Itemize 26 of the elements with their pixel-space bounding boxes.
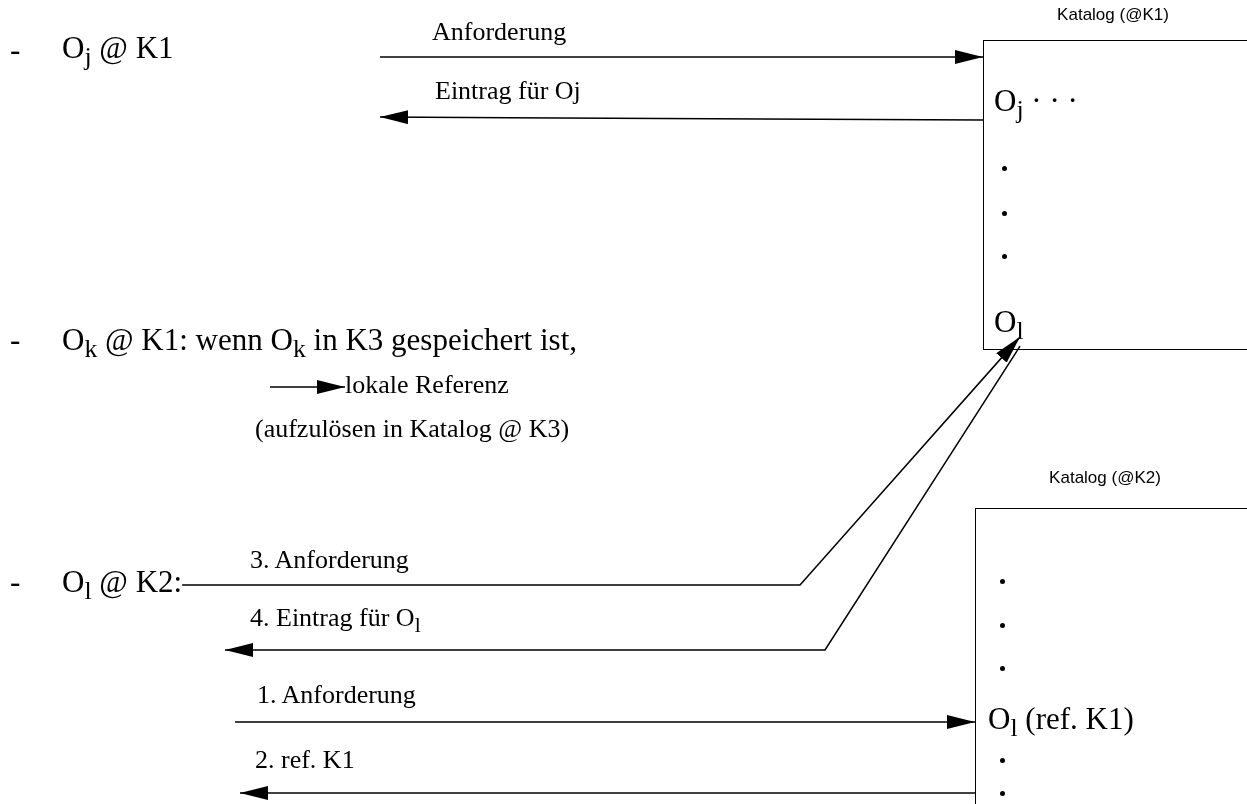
edge-label: 3. Anforderung: [250, 545, 409, 575]
bullet-text: O$_{j}$ @ K1: [62, 30, 174, 73]
edge-label: Anforderung: [432, 17, 567, 47]
arrow: [239, 786, 976, 800]
arrow: [269, 380, 346, 394]
bullet-dash: -: [10, 322, 21, 358]
bullet-text: O$_{k}$ @ K1: wenn O$_{k}$ in K3 gespeichert ist,: [62, 322, 578, 365]
entry-text: O$_{l}$: [994, 304, 1024, 347]
arrow: [181, 336, 1021, 586]
arrow: [234, 715, 976, 729]
edge-label: 4. Eintrag für O$_{l}$: [250, 603, 421, 639]
edge-label: 1. Anforderung: [257, 680, 416, 710]
arrow: [379, 110, 984, 125]
bullet-dash: -: [10, 564, 21, 600]
entry-text: O$_{j}$ · · ·: [994, 83, 1078, 126]
edge-label: Eintrag für Oj: [435, 76, 581, 106]
edge-label: 2. ref. K1: [255, 745, 355, 775]
result-text: lokale Referenz: [345, 370, 509, 400]
arrow: [224, 345, 1021, 657]
arrow: [379, 50, 984, 64]
note-text: (aufzulösen in Katalog @ K3): [255, 414, 570, 444]
bullet-dash: -: [10, 32, 21, 68]
catalog-title: Katalog (@K1): [1056, 5, 1170, 25]
entry-text: O$_{l}$ (ref. K1): [988, 701, 1134, 744]
catalog-title: Katalog (@K2): [1048, 468, 1162, 488]
bullet-text: O$_{l}$ @ K2:: [62, 564, 183, 607]
